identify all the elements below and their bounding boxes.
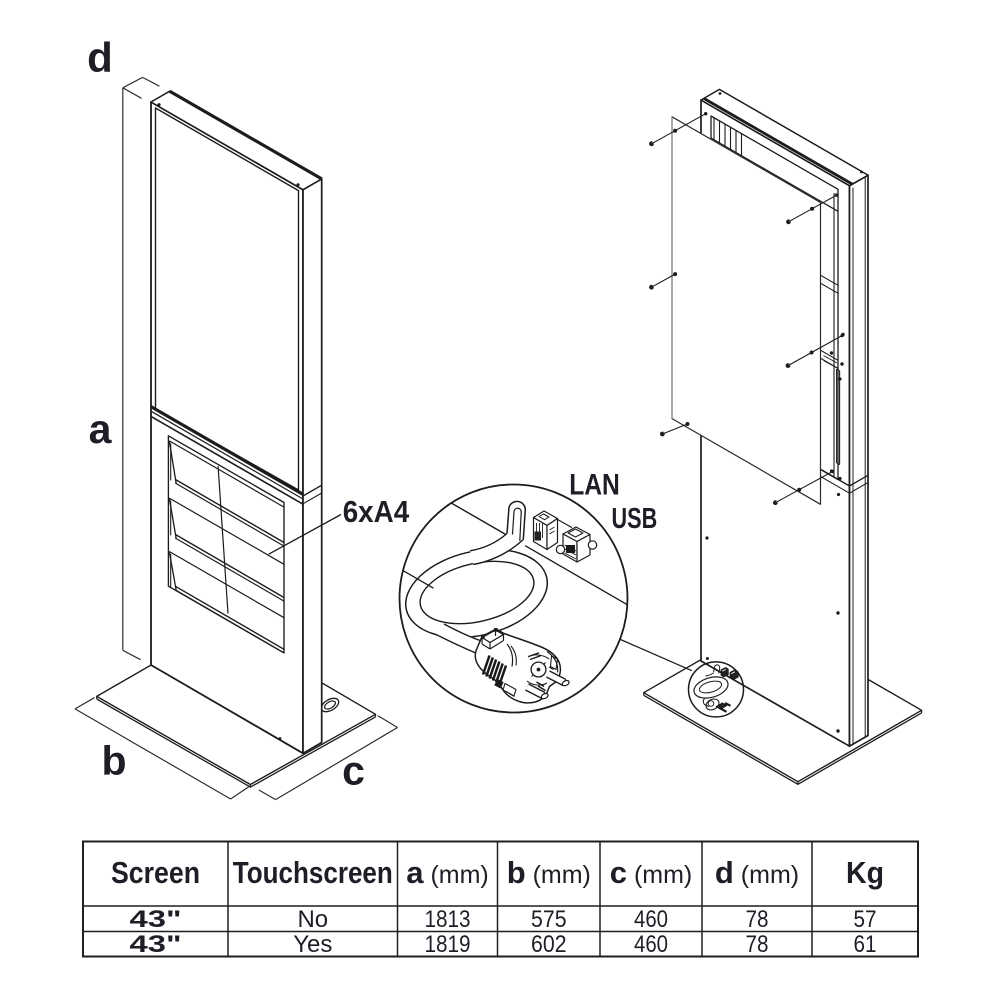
svg-text:575: 575: [531, 906, 567, 933]
svg-text:c: c: [342, 748, 365, 794]
svg-text:Yes: Yes: [293, 931, 332, 958]
svg-text:LAN: LAN: [569, 469, 620, 502]
svg-text:Touchscreen: Touchscreen: [233, 855, 393, 890]
svg-text:460: 460: [634, 906, 668, 933]
svg-text:d: d: [87, 34, 113, 81]
svg-text:a: a: [89, 406, 113, 452]
svg-text:Screen: Screen: [111, 855, 200, 890]
svg-text:78: 78: [746, 931, 769, 958]
svg-text:57: 57: [854, 906, 877, 933]
svg-text:b: b: [101, 738, 126, 784]
svg-text:a (mm): a (mm): [406, 855, 489, 890]
svg-text:1819: 1819: [425, 931, 471, 958]
svg-text:b (mm): b (mm): [507, 855, 591, 890]
svg-text:43": 43": [130, 906, 182, 933]
svg-text:1813: 1813: [425, 906, 471, 933]
svg-text:43": 43": [130, 931, 182, 958]
svg-text:No: No: [297, 906, 328, 933]
svg-text:78: 78: [746, 906, 769, 933]
svg-text:USB: USB: [612, 503, 658, 535]
svg-text:6xA4: 6xA4: [343, 494, 410, 529]
svg-text:61: 61: [854, 931, 877, 958]
svg-text:c (mm): c (mm): [610, 855, 693, 890]
svg-text:602: 602: [531, 931, 567, 958]
svg-text:Kg: Kg: [846, 855, 884, 890]
svg-text:460: 460: [634, 931, 668, 958]
svg-text:d (mm): d (mm): [715, 855, 799, 890]
